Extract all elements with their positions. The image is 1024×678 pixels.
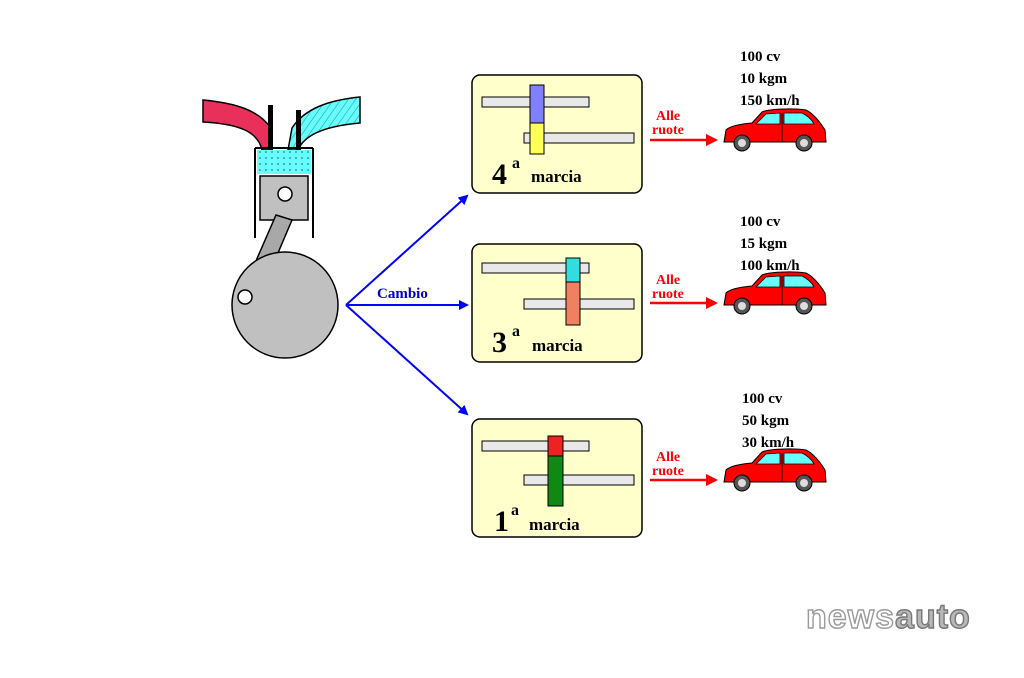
arrow-to-4th [345,194,469,306]
spec-torque: 50 kgm [742,413,790,429]
spec-torque: 15 kgm [740,236,788,252]
gear-word: marcia [531,167,582,186]
combustion-chamber [257,150,311,174]
gear-upper [547,435,564,457]
car-4 [723,108,827,152]
crankshaft-disc [231,251,339,359]
to-wheels-4: Alle ruote [650,109,718,146]
newsauto-watermark: newsauto [805,597,971,636]
spec-power: 100 cv [742,391,783,407]
shaft-upper [481,262,590,274]
gearbox-label: Cambio [377,286,428,302]
arrow-to-1st [345,304,469,416]
to-wheels-line1: Alle [656,450,680,465]
intake-pipe [202,99,273,151]
specs-4: 100 cv 10 kgm 150 km/h [740,49,800,109]
to-wheels-line2: ruote [652,464,684,479]
spec-power: 100 cv [740,49,781,65]
gear-panel-3: 3 a marcia [471,243,643,363]
gear-lower [565,281,581,326]
car-3 [723,271,827,315]
svg-text:newsauto: newsauto [806,598,971,636]
to-wheels-line2: ruote [652,287,684,302]
to-wheels-3: Alle ruote [650,273,718,309]
gear-superscript: a [512,323,520,340]
to-wheels-line1: Alle [656,109,680,124]
gear-lower [547,455,564,507]
specs-3: 100 cv 15 kgm 100 km/h [740,214,800,274]
gear-superscript: a [512,155,520,172]
gear-word: marcia [532,336,583,355]
specs-1: 100 cv 50 kgm 30 km/h [742,391,795,451]
gear-upper [529,84,545,124]
exhaust-valve [296,110,301,153]
shaft-upper [481,440,590,452]
to-wheels-1: Alle ruote [650,450,718,486]
car-1 [723,448,827,492]
to-wheels-line1: Alle [656,273,680,288]
gear-number: 1 [494,505,509,538]
gear-lower [529,122,545,155]
gear-word: marcia [529,515,580,534]
spec-speed: 150 km/h [740,93,800,109]
gear-panel-1: 1 a marcia [471,418,643,538]
watermark-part1: news [806,598,895,636]
spec-power: 100 cv [740,214,781,230]
spec-torque: 10 kgm [740,71,788,87]
shaft-lower [523,132,635,144]
gear-superscript: a [511,502,519,519]
shaft-lower [523,474,635,486]
gear-number: 3 [492,326,507,359]
gearbox-arrows [345,194,469,416]
intake-valve [268,105,273,153]
gear-number: 4 [492,158,507,191]
spec-speed: 30 km/h [742,435,795,451]
watermark-part2: auto [895,598,971,636]
engine [202,96,361,359]
gear-panel-4: 4 a marcia [471,74,643,194]
to-wheels-line2: ruote [652,123,684,138]
spec-speed: 100 km/h [740,258,800,274]
gear-upper [565,257,581,283]
